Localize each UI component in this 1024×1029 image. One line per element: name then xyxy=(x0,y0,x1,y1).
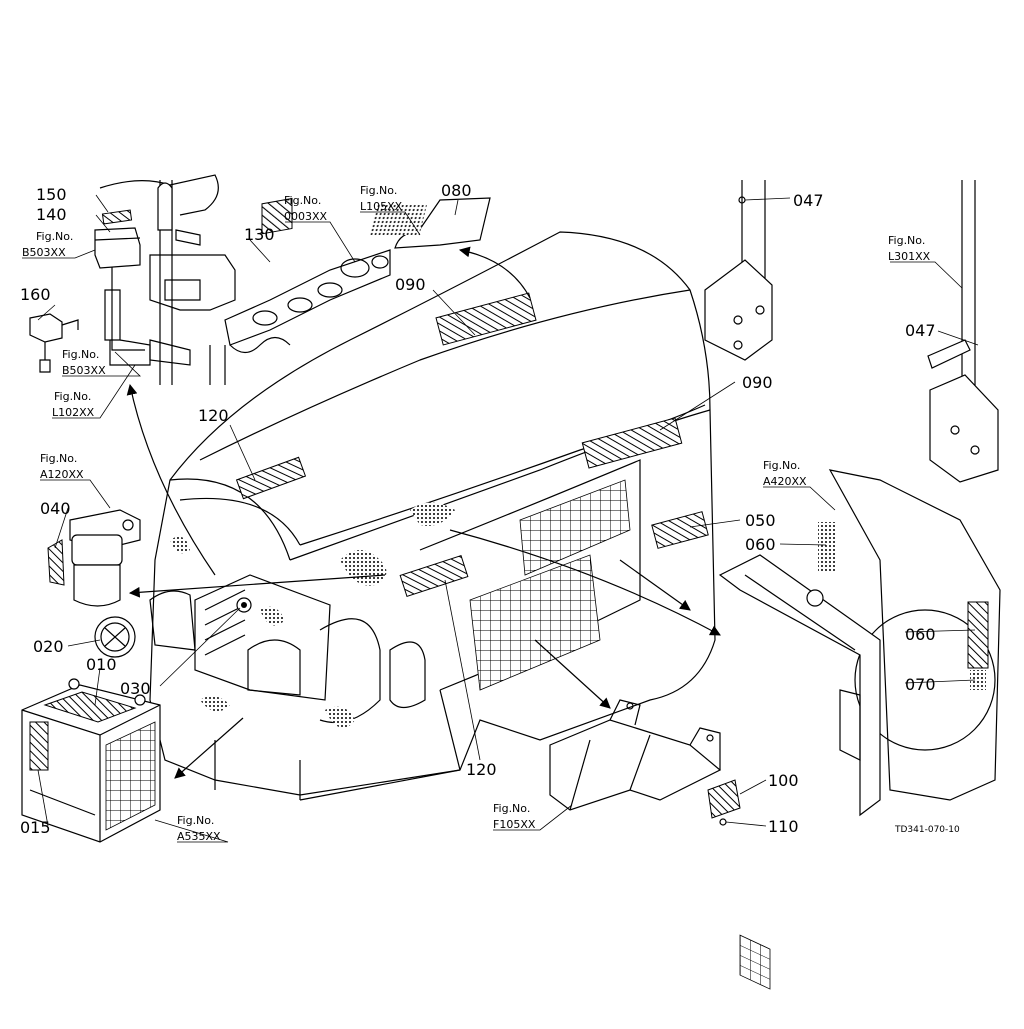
fig-ref-label: Fig.No. xyxy=(360,184,397,197)
fig-ref-code: B503XX xyxy=(62,364,106,377)
callout-090-side: 090 xyxy=(742,373,773,392)
fig-ref-label: Fig.No. xyxy=(493,802,530,815)
fig-ref-label: Fig.No. xyxy=(177,814,214,827)
label-010-shape xyxy=(43,691,137,723)
callout-015: 015 xyxy=(20,818,51,837)
label-050-shape xyxy=(651,511,709,549)
fig-ref-code: A535XX xyxy=(177,830,221,843)
callout-numbers: 150 140 160 130 080 090 047 047 090 120 … xyxy=(20,181,936,837)
cab-post-right-upper xyxy=(704,180,773,361)
fig-ref-code: F105XX xyxy=(493,818,536,831)
drawing-code: TD341-070-10 xyxy=(894,825,960,835)
callout-130: 130 xyxy=(244,225,275,244)
callout-090-top: 090 xyxy=(395,275,426,294)
label-150-shape xyxy=(101,209,133,225)
side-grille-mesh-upper xyxy=(519,479,631,576)
callout-047-upper: 047 xyxy=(793,191,824,210)
fig-ref-label: Fig.No. xyxy=(54,390,91,403)
callout-047-right: 047 xyxy=(905,321,936,340)
fig-ref-label: Fig.No. xyxy=(763,459,800,472)
callout-030: 030 xyxy=(120,679,151,698)
cab-post-far-right xyxy=(927,180,999,483)
callout-050: 050 xyxy=(745,511,776,530)
callout-040: 040 xyxy=(40,499,71,518)
battery-bracket-assembly xyxy=(549,699,741,826)
callout-020: 020 xyxy=(33,637,64,656)
cap-020 xyxy=(94,616,136,658)
label-130-shape xyxy=(261,197,293,235)
fig-ref-code: L102XX xyxy=(52,406,95,419)
callout-160: 160 xyxy=(20,285,51,304)
fig-ref-label: Fig.No. xyxy=(40,452,77,465)
relay-bracket-assembly xyxy=(29,174,236,385)
label-100-shape xyxy=(707,779,741,819)
label-070-shape xyxy=(970,670,986,690)
callout-100: 100 xyxy=(768,771,799,790)
leader-arrows xyxy=(126,246,721,779)
label-015-shape xyxy=(29,721,49,771)
fig-ref-code: A420XX xyxy=(763,475,807,488)
label-090-top xyxy=(435,292,537,346)
label-060-left xyxy=(818,522,836,572)
callout-150: 150 xyxy=(36,185,67,204)
label-060-right xyxy=(967,601,989,669)
label-080-shape xyxy=(369,205,427,235)
engine-top-assembly xyxy=(209,197,391,385)
side-grille-mesh xyxy=(469,554,601,691)
label-090-side xyxy=(581,417,683,469)
figure-references: Fig.No. B503XX Fig.No. B503XX Fig.No. L1… xyxy=(22,184,931,843)
cover-plate-080 xyxy=(369,197,491,249)
label-120-side xyxy=(399,555,469,597)
radiator-assembly xyxy=(718,469,1001,990)
fig-ref-code: B503XX xyxy=(22,246,66,259)
fig-ref-label: Fig.No. xyxy=(888,234,925,247)
fig-ref-label: Fig.No. xyxy=(36,230,73,243)
battery-assembly xyxy=(21,678,161,843)
fig-ref-label: Fig.No. xyxy=(284,194,321,207)
fig-ref-code: L105XX xyxy=(360,200,403,213)
callout-060-left: 060 xyxy=(745,535,776,554)
fig-ref-label: Fig.No. xyxy=(62,348,99,361)
callout-070: 070 xyxy=(905,675,936,694)
callout-010: 010 xyxy=(86,655,117,674)
callout-140: 140 xyxy=(36,205,67,224)
fig-ref-code: A120XX xyxy=(40,468,84,481)
fig-ref-code: 0003XX xyxy=(284,210,328,223)
fuel-filter-assembly xyxy=(47,509,141,607)
leader-lines xyxy=(22,194,979,843)
label-120-top xyxy=(235,456,307,500)
label-040-shape xyxy=(47,539,65,586)
fig-ref-code: L301XX xyxy=(888,250,931,263)
hood-assembly xyxy=(149,231,716,801)
callout-080: 080 xyxy=(441,181,472,200)
callout-120-top: 120 xyxy=(198,406,229,425)
callout-110: 110 xyxy=(768,817,799,836)
callout-120-side: 120 xyxy=(466,760,497,779)
callout-060-right: 060 xyxy=(905,625,936,644)
